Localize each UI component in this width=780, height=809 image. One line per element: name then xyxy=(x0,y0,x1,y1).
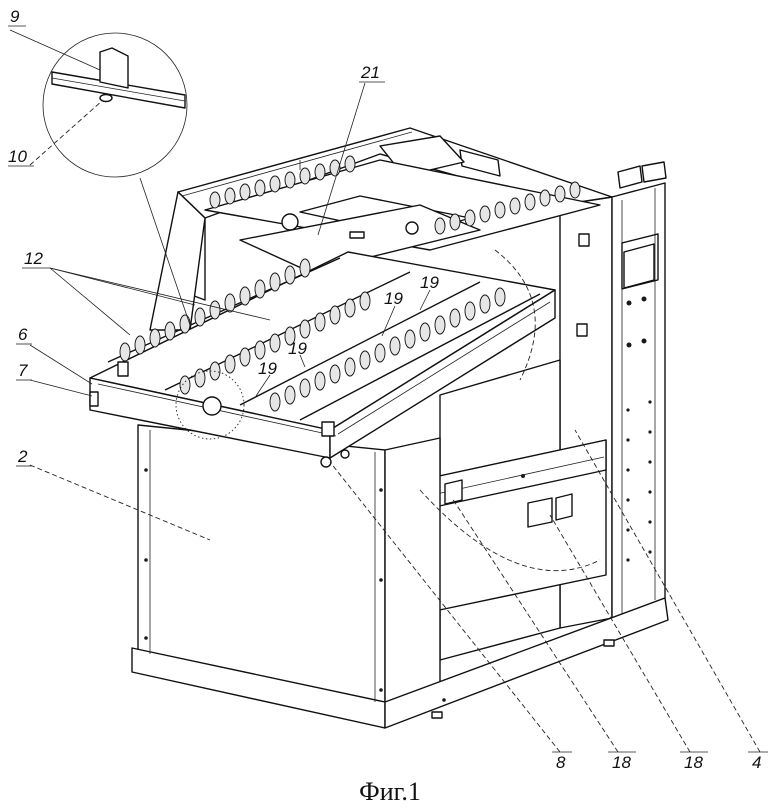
detail-bracket xyxy=(99,47,129,89)
detail-circle-top xyxy=(42,32,188,178)
label-10: 10 xyxy=(8,147,27,166)
machine-drawing xyxy=(89,127,669,729)
figure-caption: Фиг.1 xyxy=(359,777,421,806)
table-rollers-row-3 xyxy=(269,287,506,412)
detail-callouts xyxy=(42,32,601,572)
label-4: 4 xyxy=(752,753,761,772)
label-19-b: 19 xyxy=(420,273,439,292)
table-top xyxy=(89,251,556,468)
label-21: 21 xyxy=(360,63,380,82)
label-19-a: 19 xyxy=(384,289,403,308)
label-8: 8 xyxy=(556,753,566,772)
upper-conveyor xyxy=(204,155,601,273)
table-rollers-row-1 xyxy=(119,258,311,362)
table-rollers-row-2 xyxy=(179,291,371,395)
cabinet-rivets xyxy=(626,400,652,562)
label-6: 6 xyxy=(18,325,28,344)
label-2: 2 xyxy=(17,447,28,466)
label-18-b: 18 xyxy=(684,753,703,772)
leader-lines xyxy=(9,29,761,753)
label-9: 9 xyxy=(10,7,20,26)
reference-labels: 9 10 21 12 6 7 2 19 19 19 19 8 18 18 4 xyxy=(8,7,768,772)
front-cabinet xyxy=(131,424,669,729)
detail-rail xyxy=(51,71,186,109)
label-12: 12 xyxy=(24,249,43,268)
label-7: 7 xyxy=(18,361,28,380)
label-19-c: 19 xyxy=(288,339,307,358)
upper-rollers xyxy=(209,155,581,235)
label-18-a: 18 xyxy=(612,753,631,772)
label-19-d: 19 xyxy=(258,359,277,378)
